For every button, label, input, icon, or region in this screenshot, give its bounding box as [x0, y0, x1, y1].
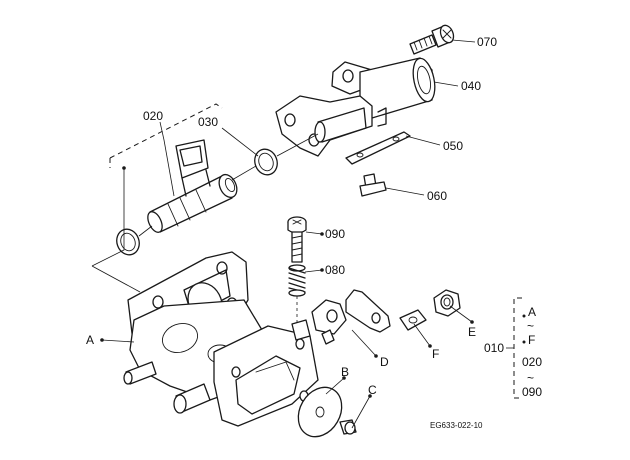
label-060: 060 — [427, 189, 447, 203]
label-090: 090 — [325, 227, 345, 241]
label-040: 040 — [461, 79, 481, 93]
leader-dots — [100, 166, 526, 398]
label-f: F — [432, 347, 439, 361]
group-line-1: A — [528, 305, 536, 319]
gasket-050 — [345, 131, 411, 165]
label-070: 070 — [477, 35, 497, 49]
washer-f — [399, 309, 427, 331]
group-line-3: F — [528, 333, 535, 347]
group-line-4: 020 — [522, 355, 542, 369]
drawing-code: EG633-022-10 — [430, 421, 483, 430]
label-020: 020 — [143, 109, 163, 123]
label-d: D — [380, 355, 389, 369]
label-a: A — [86, 333, 94, 347]
label-010: 010 — [484, 341, 504, 355]
injector-020 — [147, 139, 238, 233]
leader-lines — [91, 39, 522, 429]
label-c: C — [368, 383, 377, 397]
o-ring-030-upper — [254, 148, 278, 176]
group-line-6: 090 — [522, 385, 542, 399]
label-b: B — [341, 365, 349, 379]
actuator-040 — [275, 57, 436, 157]
label-030: 030 — [198, 115, 218, 129]
label-050: 050 — [443, 139, 463, 153]
spring-080 — [288, 264, 306, 297]
bolt-c — [339, 419, 357, 435]
bolt-070 — [409, 24, 455, 55]
label-080: 080 — [325, 263, 345, 277]
label-e: E — [468, 325, 476, 339]
throttle-lever-d — [311, 289, 391, 345]
screw-060 — [359, 173, 387, 197]
throttle-body-a — [123, 251, 319, 427]
screw-090 — [287, 216, 307, 263]
group-range-010: A ~ F 020 ~ 090 — [522, 305, 542, 399]
group-line-2: ~ — [527, 319, 534, 333]
group-line-5: ~ — [527, 371, 534, 385]
o-ring-030-lower — [116, 228, 140, 256]
gasket-b — [297, 386, 343, 438]
nut-e — [433, 289, 461, 317]
